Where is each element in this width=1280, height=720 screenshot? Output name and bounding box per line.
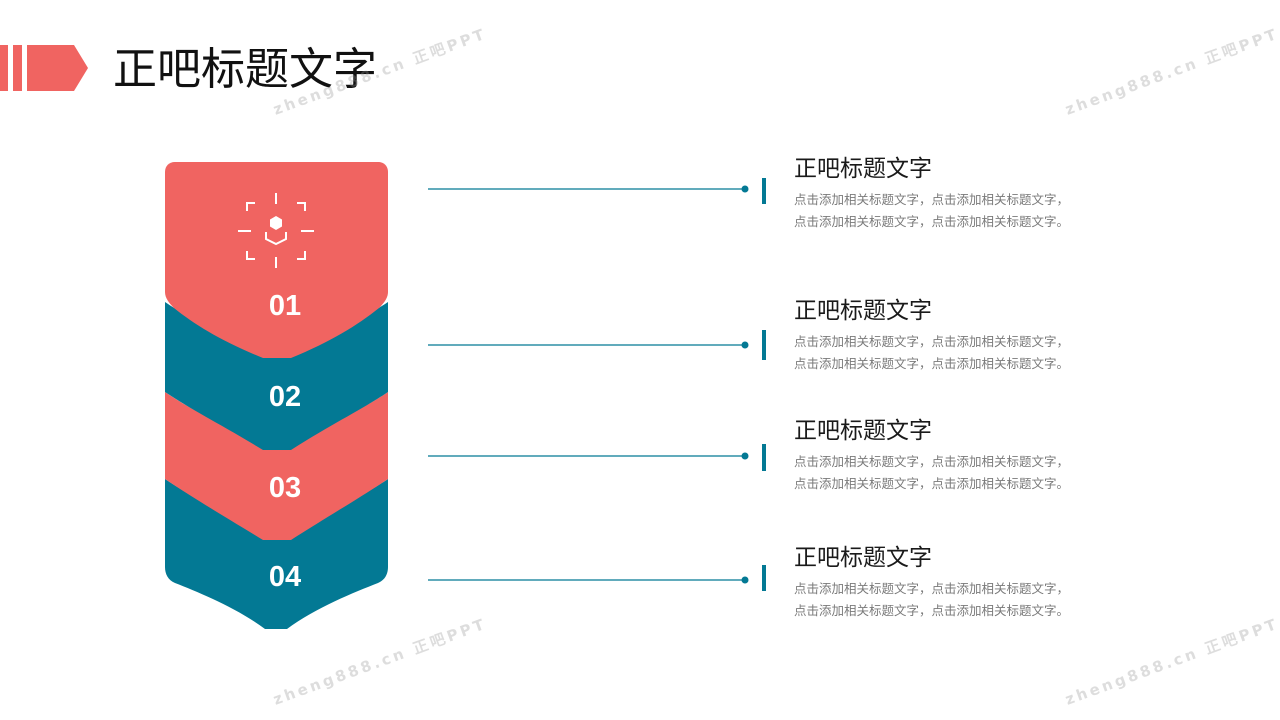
target-focus-icon bbox=[238, 193, 314, 268]
watermark: zheng888.cn 正吧PPT bbox=[1062, 24, 1280, 119]
step-number: 03 bbox=[269, 472, 301, 504]
header-decoration bbox=[0, 45, 88, 91]
page-title: 正吧标题文字 bbox=[113, 44, 377, 95]
step-number: 02 bbox=[269, 381, 301, 413]
connector-03 bbox=[428, 444, 766, 471]
item-description: 点击添加相关标题文字，点击添加相关标题文字，点击添加相关标题文字，点击添加相关标… bbox=[794, 581, 1070, 618]
connector-01 bbox=[428, 178, 766, 204]
watermark: zheng888.cn 正吧PPT bbox=[1062, 614, 1280, 709]
item-description: 点击添加相关标题文字，点击添加相关标题文字，点击添加相关标题文字，点击添加相关标… bbox=[794, 454, 1070, 491]
chevron-stack: 01 02 03 04 bbox=[165, 162, 388, 629]
connector-04 bbox=[428, 565, 766, 591]
list-item-03: 正吧标题文字 点击添加相关标题文字，点击添加相关标题文字，点击添加相关标题文字，… bbox=[794, 417, 1084, 495]
item-title: 正吧标题文字 bbox=[794, 545, 932, 571]
item-description: 点击添加相关标题文字，点击添加相关标题文字，点击添加相关标题文字，点击添加相关标… bbox=[794, 192, 1070, 229]
step-number: 01 bbox=[269, 290, 301, 322]
item-title: 正吧标题文字 bbox=[794, 418, 932, 444]
item-title: 正吧标题文字 bbox=[794, 156, 932, 182]
list-item-01: 正吧标题文字 点击添加相关标题文字，点击添加相关标题文字，点击添加相关标题文字，… bbox=[794, 155, 1084, 233]
connector-02 bbox=[428, 330, 766, 360]
list-item-04: 正吧标题文字 点击添加相关标题文字，点击添加相关标题文字，点击添加相关标题文字，… bbox=[794, 544, 1084, 622]
item-title: 正吧标题文字 bbox=[794, 298, 932, 324]
step-number: 04 bbox=[269, 561, 301, 593]
step-segment-02 bbox=[165, 302, 388, 450]
step-segment-04 bbox=[165, 479, 388, 629]
step-segment-03 bbox=[165, 392, 388, 540]
list-item-02: 正吧标题文字 点击添加相关标题文字，点击添加相关标题文字，点击添加相关标题文字，… bbox=[794, 297, 1084, 375]
item-description: 点击添加相关标题文字，点击添加相关标题文字，点击添加相关标题文字，点击添加相关标… bbox=[794, 334, 1070, 371]
